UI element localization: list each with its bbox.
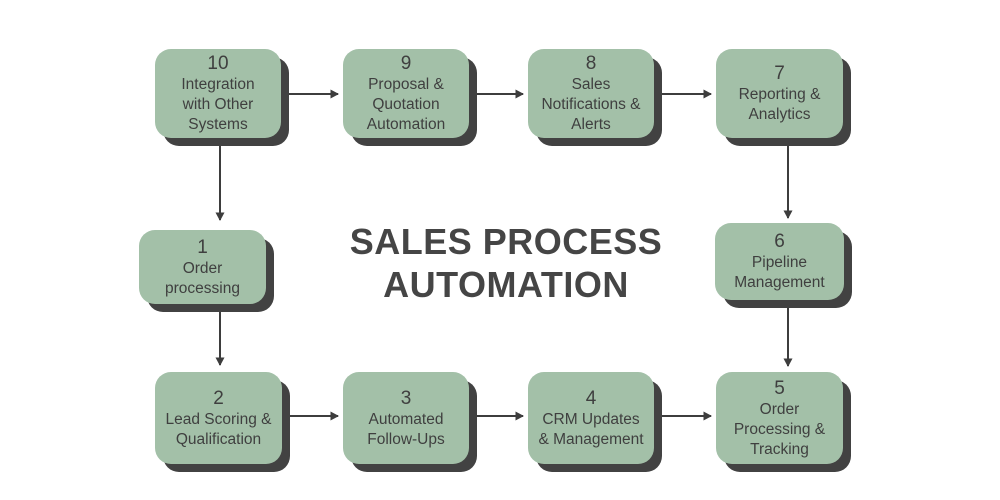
step-number: 4 [585,387,597,409]
step-number: 8 [585,53,597,74]
flow-step-2-lead-scoring-qualification: 2 Lead Scoring & Qualification [155,372,282,464]
step-label: Sales Notifications & Alerts [541,76,641,133]
step-label: Automated Follow-Ups [367,410,445,448]
flow-step-10-integration-with-other-systems: 10 Integration with Other Systems [155,49,281,138]
flow-step-3-automated-follow-ups: 3 Automated Follow-Ups [343,372,469,464]
flow-step-8-sales-notifications-alerts: 8 Sales Notifications & Alerts [528,49,654,138]
flow-step-7-reporting-analytics: 7 Reporting & Analytics [716,49,843,138]
flow-step-5-order-processing-tracking: 5 Order Processing & Tracking [716,372,843,464]
step-label: Order processing [165,259,240,297]
step-number: 7 [774,63,785,84]
diagram-title: SALES PROCESS AUTOMATION [349,221,663,305]
step-number: 3 [400,387,412,409]
step-label: Order Processing & Tracking [733,400,826,458]
step-number: 6 [774,231,785,252]
flow-step-1-order-processing: 1 Order processing [139,230,266,304]
flow-step-4-crm-updates-management: 4 CRM Updates & Management [528,372,654,464]
flow-step-6-pipeline-management: 6 Pipeline Management [715,223,844,300]
step-label: Pipeline Management [734,254,825,291]
step-label: Proposal & Quotation Automation [366,76,446,133]
step-label: Integration with Other Systems [181,76,255,133]
step-number: 9 [400,53,412,74]
step-label: CRM Updates & Management [538,410,644,448]
step-label: Lead Scoring & Qualification [165,410,272,448]
step-number: 10 [207,53,229,74]
step-label: Reporting & Analytics [738,86,821,123]
step-number: 2 [213,387,224,409]
step-number: 5 [774,377,785,399]
flow-step-9-proposal-quotation-automation: 9 Proposal & Quotation Automation [343,49,469,138]
step-number: 1 [197,236,208,258]
